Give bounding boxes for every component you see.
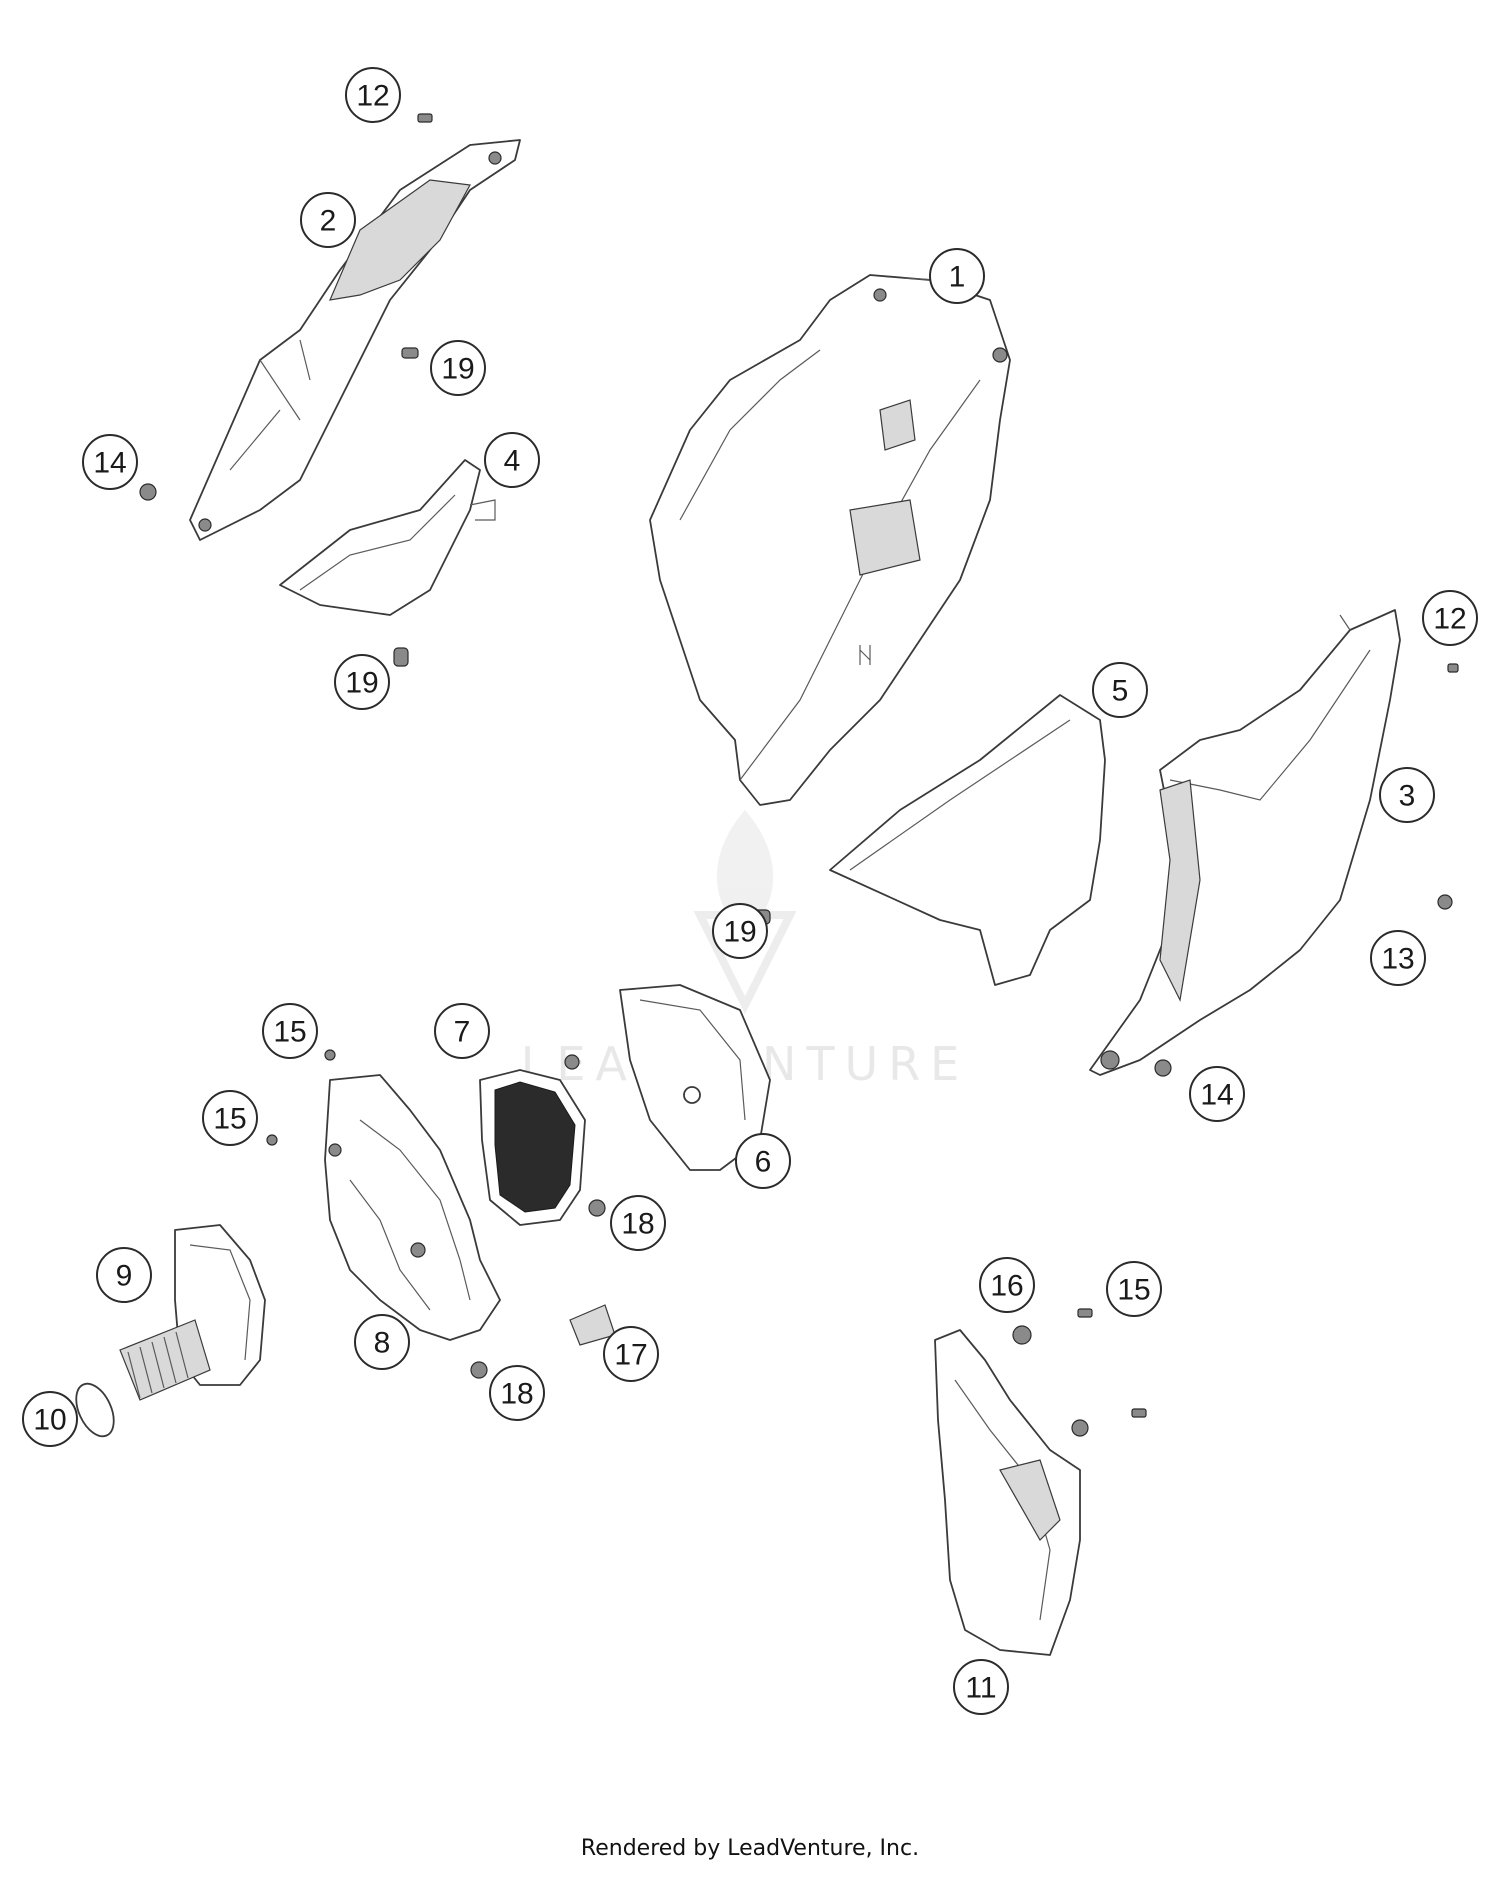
part-6-intake-cover <box>619 984 771 1171</box>
callout-circle <box>96 1247 152 1303</box>
callout-1: 1 <box>929 248 985 304</box>
callout-4: 4 <box>484 432 540 488</box>
callout-label: 2 <box>320 205 337 238</box>
callout-15: 15 <box>1106 1261 1162 1317</box>
callout-12: 12 <box>1422 590 1478 646</box>
callout-label: 4 <box>504 445 521 478</box>
callout-2: 2 <box>300 192 356 248</box>
callout-label: 10 <box>33 1404 66 1437</box>
callout-18: 18 <box>610 1195 666 1251</box>
callout-circle <box>1106 1261 1162 1317</box>
callout-label: 17 <box>614 1339 647 1372</box>
callout-label: 14 <box>93 447 126 480</box>
callout-circle <box>979 1257 1035 1313</box>
callout-3: 3 <box>1379 767 1435 823</box>
callout-14: 14 <box>82 434 138 490</box>
callout-8: 8 <box>354 1314 410 1370</box>
callout-circle <box>1092 662 1148 718</box>
callout-circle <box>610 1195 666 1251</box>
callout-7: 7 <box>434 1003 490 1059</box>
callout-circle <box>430 340 486 396</box>
part-7-air-filter <box>479 1069 586 1226</box>
callout-label: 3 <box>1399 780 1416 813</box>
part-11-side-cover <box>934 1329 1081 1656</box>
callout-circle <box>489 1365 545 1421</box>
callout-circle <box>262 1003 318 1059</box>
callout-label: 19 <box>345 667 378 700</box>
callout-19: 19 <box>334 654 390 710</box>
callout-circle <box>22 1391 78 1447</box>
callout-circle <box>484 432 540 488</box>
callout-label: 1 <box>949 261 966 294</box>
callout-label: 13 <box>1381 943 1414 976</box>
footer-credit: Rendered by LeadVenture, Inc. <box>580 1836 920 1861</box>
callout-label: 12 <box>1433 603 1466 636</box>
callout-17: 17 <box>603 1326 659 1382</box>
callout-circle <box>300 192 356 248</box>
callout-circle <box>82 434 138 490</box>
callout-circle <box>712 903 768 959</box>
callout-label: 15 <box>213 1103 246 1136</box>
callout-6: 6 <box>735 1133 791 1189</box>
callout-circle <box>202 1090 258 1146</box>
callout-circle <box>735 1133 791 1189</box>
callout-15: 15 <box>202 1090 258 1146</box>
part-8-airbox-frame <box>324 1074 501 1341</box>
callout-circle <box>1379 767 1435 823</box>
callout-label: 12 <box>356 80 389 113</box>
callout-12: 12 <box>345 67 401 123</box>
callout-11: 11 <box>953 1659 1009 1715</box>
part-4-lower-cover <box>279 459 496 616</box>
callout-label: 6 <box>755 1146 772 1179</box>
callout-16: 16 <box>979 1257 1035 1313</box>
callout-circle <box>1422 590 1478 646</box>
callout-circle <box>1189 1066 1245 1122</box>
callout-circle <box>345 67 401 123</box>
callout-5: 5 <box>1092 662 1148 718</box>
callout-label: 16 <box>990 1270 1023 1303</box>
hardware-fasteners <box>139 113 1459 1437</box>
callout-circle <box>1370 930 1426 986</box>
callout-label: 14 <box>1200 1079 1233 1112</box>
callout-label: 9 <box>116 1260 133 1293</box>
part-5-side-plate <box>829 694 1106 986</box>
callout-19: 19 <box>712 903 768 959</box>
callout-label: 18 <box>621 1208 654 1241</box>
callout-label: 8 <box>374 1327 391 1360</box>
callout-label: 18 <box>500 1378 533 1411</box>
callout-label: 11 <box>965 1672 996 1705</box>
callout-circle <box>354 1314 410 1370</box>
callout-label: 7 <box>454 1016 471 1049</box>
callout-18: 18 <box>489 1365 545 1421</box>
part-10-clamp <box>75 1382 115 1438</box>
callout-circle <box>334 654 390 710</box>
callout-13: 13 <box>1370 930 1426 986</box>
callout-circle <box>929 248 985 304</box>
callout-label: 19 <box>723 916 756 949</box>
callout-label: 5 <box>1112 675 1129 708</box>
callout-circle <box>603 1326 659 1382</box>
part-9-intake-boot <box>119 1224 266 1401</box>
callout-19: 19 <box>430 340 486 396</box>
callout-circle <box>953 1659 1009 1715</box>
callout-label: 15 <box>1117 1274 1150 1307</box>
callout-10: 10 <box>22 1391 78 1447</box>
callout-numbers: 12 2 19 14 4 19 1 12 5 3 13 19 14 15 7 6 15 18 9 8 17 18 10 16 1… <box>22 67 1478 1715</box>
part-2-side-panel-left <box>189 139 521 541</box>
callout-14: 14 <box>1189 1066 1245 1122</box>
callout-label: 19 <box>441 353 474 386</box>
part-1-main-airbox <box>649 274 1011 806</box>
part-3-side-panel-right <box>1089 609 1401 1076</box>
callout-15: 15 <box>262 1003 318 1059</box>
exploded-parts-diagram: LEADVENTURE <box>22 67 1478 1715</box>
callout-9: 9 <box>96 1247 152 1303</box>
callout-label: 15 <box>273 1016 306 1049</box>
callout-circle <box>434 1003 490 1059</box>
